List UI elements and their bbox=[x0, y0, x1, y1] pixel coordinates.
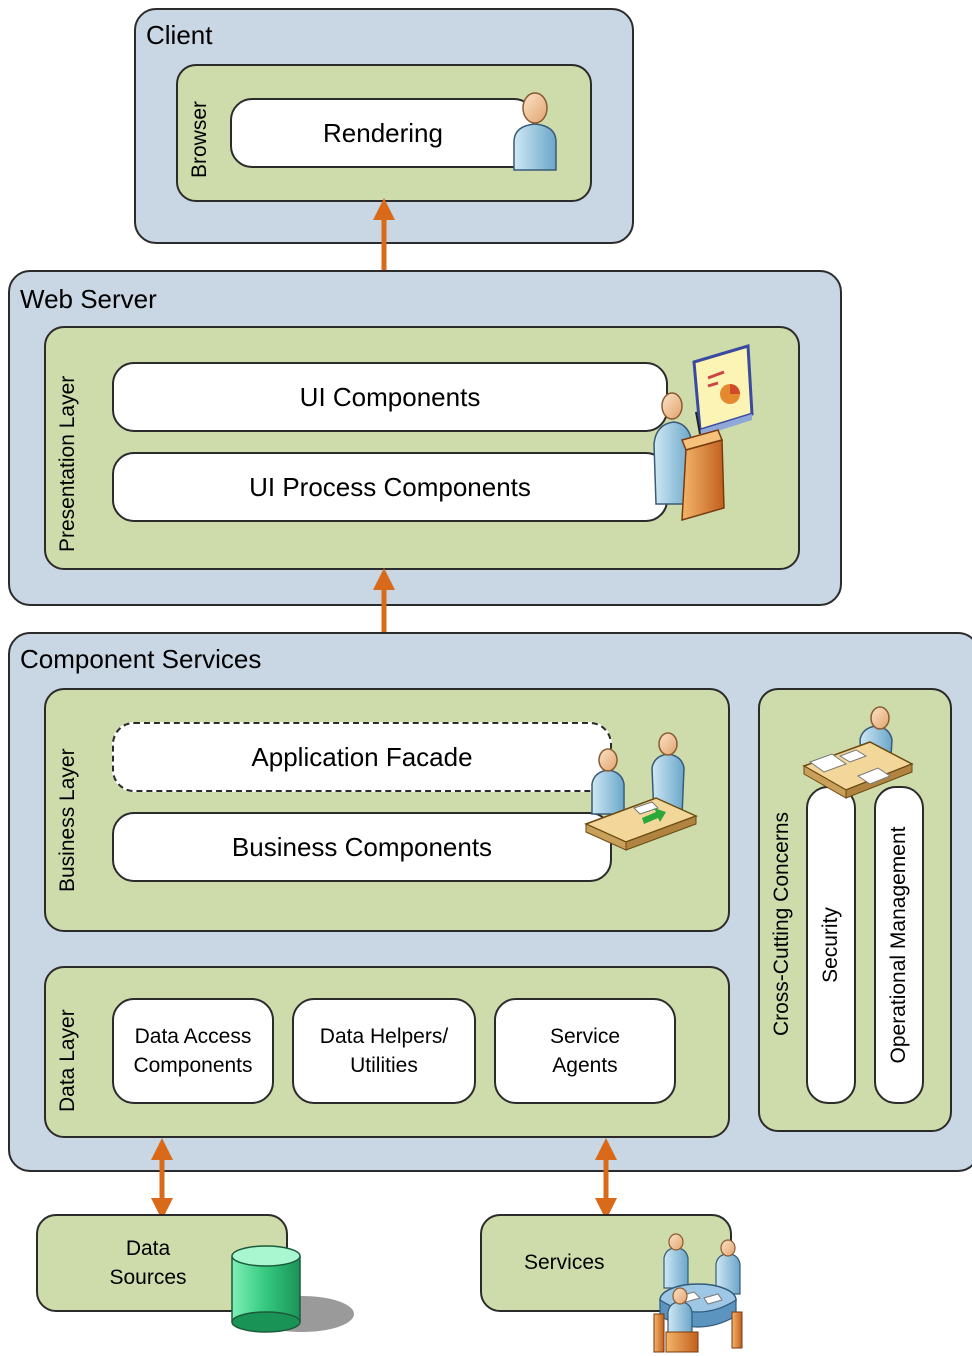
user-icon bbox=[513, 92, 557, 171]
services-label: Services bbox=[524, 1251, 605, 1274]
arrow-services bbox=[595, 1138, 617, 1220]
client-title: Client bbox=[146, 20, 213, 50]
operational-management-component bbox=[874, 786, 924, 1104]
component-services-title: Component Services bbox=[20, 644, 262, 674]
meeting-icon bbox=[584, 732, 698, 851]
business-components: Business Components bbox=[112, 812, 612, 882]
data-layer-label: Data Layer bbox=[56, 1009, 79, 1112]
security-label: Security bbox=[819, 907, 842, 983]
service-agents: Service Agents bbox=[494, 998, 676, 1104]
arrow-data-sources bbox=[151, 1138, 173, 1220]
ui-process-components: UI Process Components bbox=[112, 452, 668, 522]
application-facade: Application Facade bbox=[112, 722, 612, 792]
desk-worker-icon bbox=[802, 706, 914, 799]
database-icon bbox=[231, 1245, 354, 1333]
rendering-component: Rendering bbox=[230, 98, 536, 168]
ui-components: UI Components bbox=[112, 362, 668, 432]
browser-label: Browser bbox=[188, 100, 211, 178]
security-component bbox=[806, 786, 856, 1104]
data-access-components: Data Access Components bbox=[112, 998, 274, 1104]
data-helpers-utilities: Data Helpers/ Utilities bbox=[292, 998, 476, 1104]
presentation-label: Presentation Layer bbox=[56, 375, 79, 552]
round-table-icon bbox=[653, 1233, 743, 1353]
data-sources-label: Data Sources bbox=[109, 1237, 187, 1289]
business-label: Business Layer bbox=[56, 748, 79, 892]
presenter-icon bbox=[653, 344, 754, 522]
operational-management-label: Operational Management bbox=[887, 826, 910, 1064]
web-server-title: Web Server bbox=[20, 284, 157, 314]
crosscutting-label: Cross-Cutting Concerns bbox=[770, 811, 793, 1037]
